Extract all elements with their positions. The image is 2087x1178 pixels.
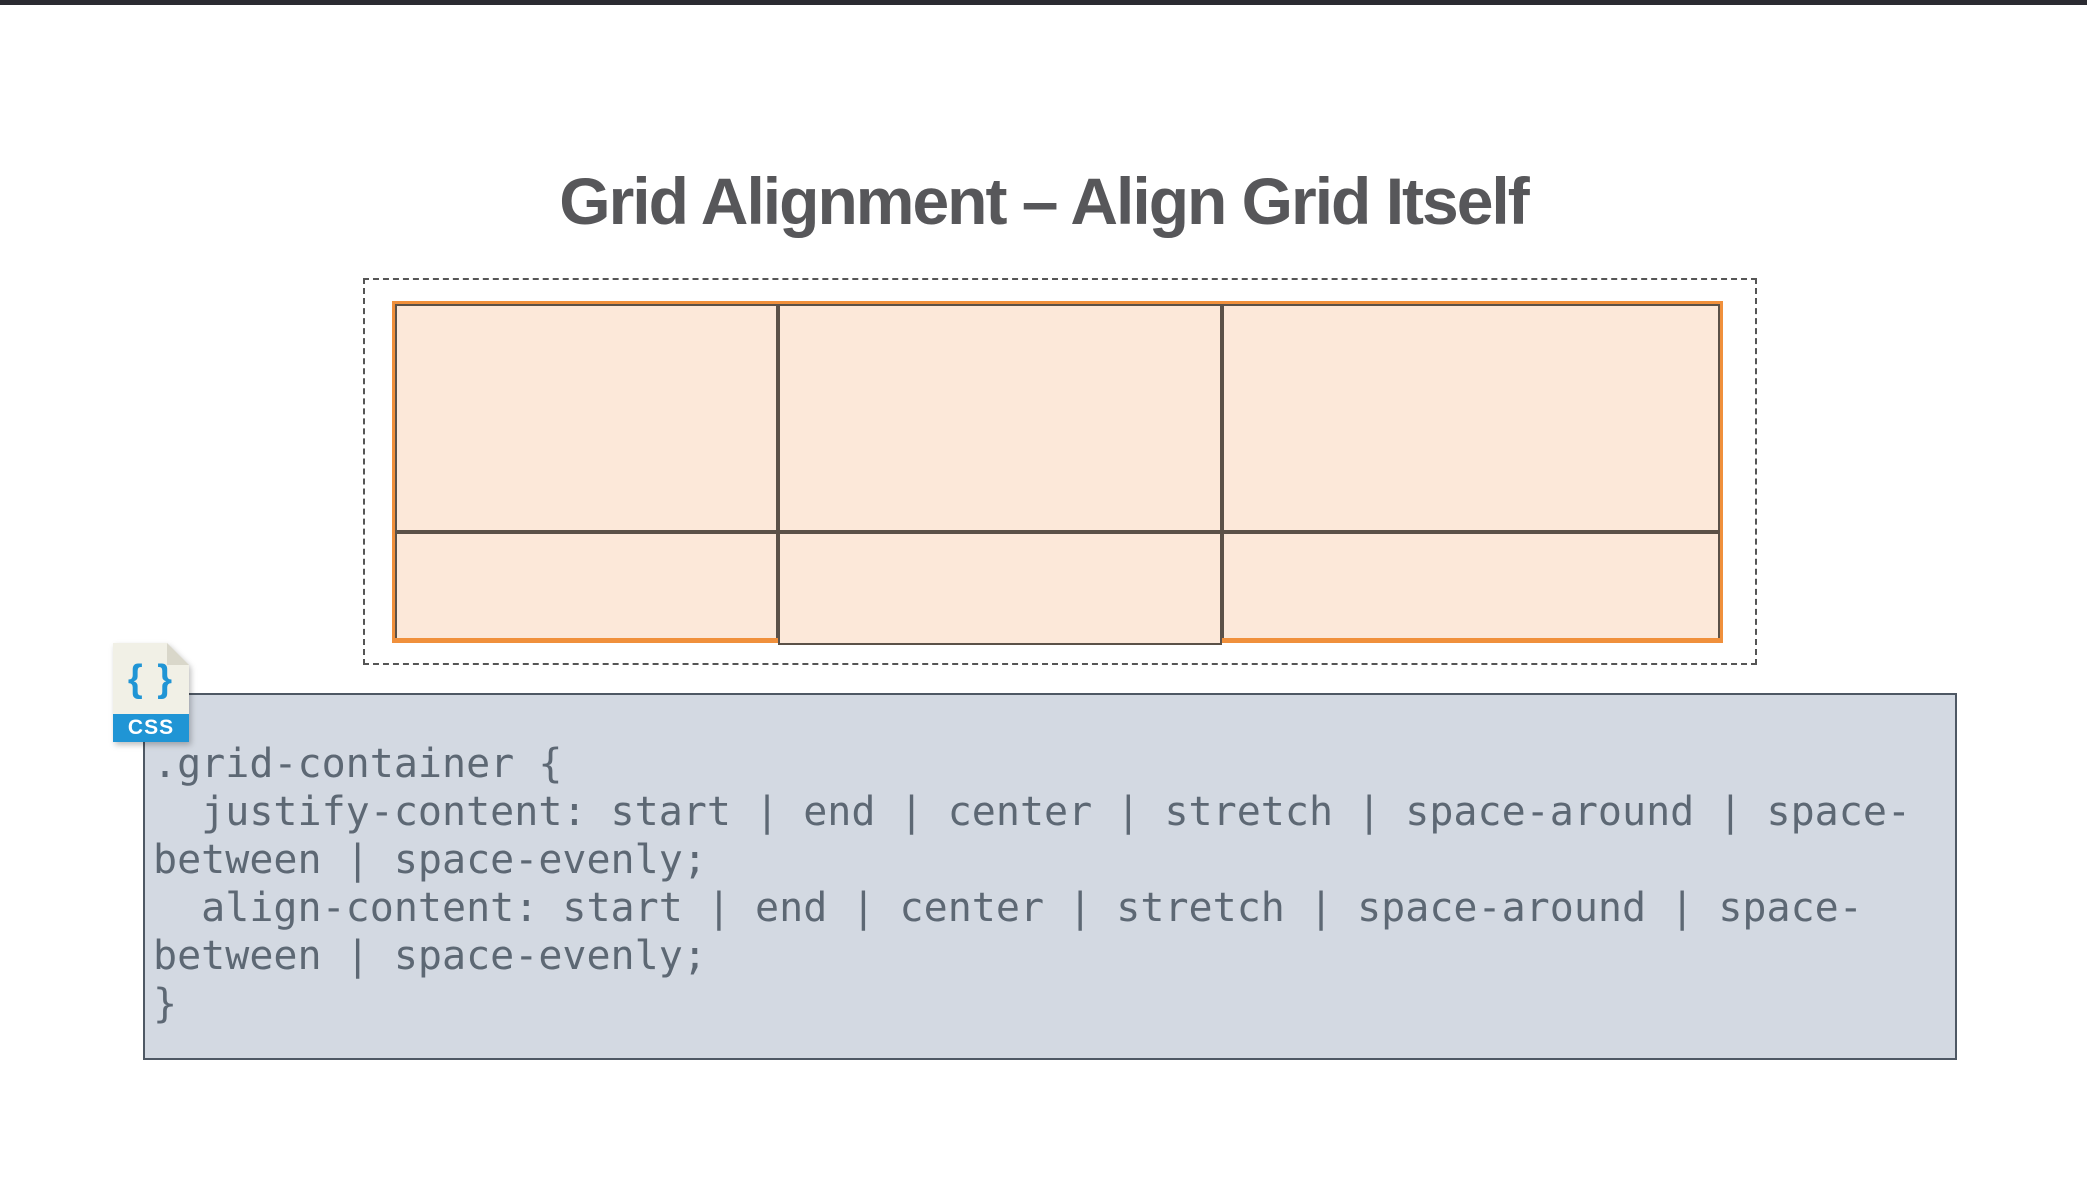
css-label: CSS — [127, 716, 175, 739]
grid-cell — [778, 532, 1223, 645]
folded-corner — [167, 643, 189, 665]
curly-braces-icon: { } — [127, 658, 175, 700]
css-file-icon: { } CSS — [113, 643, 189, 742]
code-line: justify-content: start | end | center | … — [153, 789, 1911, 835]
code-line: } — [153, 981, 178, 1027]
grid-diagram — [392, 301, 1723, 645]
grid-cell — [1222, 532, 1720, 638]
grid-container-outline — [363, 278, 1757, 665]
code-line: align-content: start | end | center | st… — [153, 885, 1863, 931]
grid-cell — [778, 304, 1223, 532]
top-border-bar — [0, 0, 2087, 5]
grid-cell — [1222, 304, 1720, 532]
page-title: Grid Alignment – Align Grid Itself — [559, 164, 1530, 239]
grid-cell — [395, 304, 779, 532]
grid-cell — [395, 532, 779, 638]
code-line: .grid-container { — [153, 741, 563, 787]
code-line: between | space-evenly; — [153, 933, 707, 979]
css-label-band: CSS — [113, 714, 189, 742]
css-code-block: .grid-container { justify-content: start… — [143, 693, 1957, 1060]
code-line: between | space-evenly; — [153, 837, 707, 883]
